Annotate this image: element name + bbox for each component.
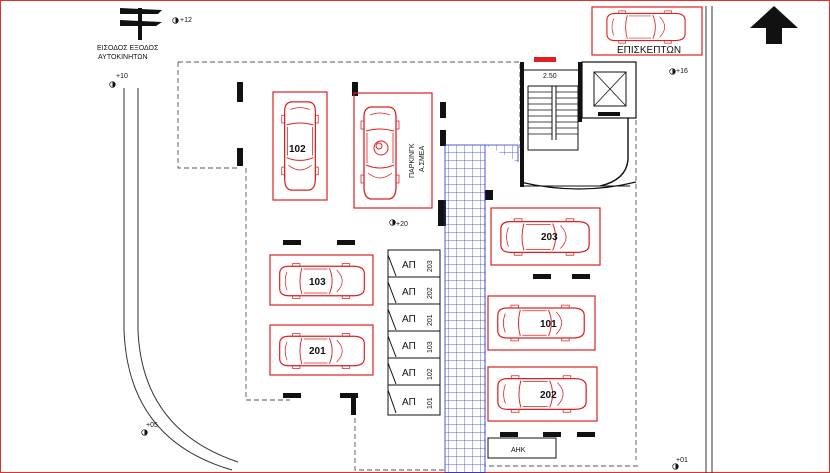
level-right-top: +16 [676, 68, 688, 75]
disabled-parking-label-2: Α.ΣΜΕΑ [419, 146, 426, 172]
ahk-label: ΑΗΚ [511, 447, 526, 454]
ahk-room [487, 437, 557, 459]
visitors-label: ΕΠΙΣΚΕΠΤΩΝ [617, 45, 681, 56]
ramp-grid [444, 144, 486, 473]
level-bottom-right: +01 [676, 457, 688, 464]
entrance-exit-label: ΕΙΣΟΔΟΣ ΕΞΟΔΟΣ [97, 45, 159, 52]
visitors-parking-space [591, 6, 703, 56]
parking-space-203 [490, 207, 601, 266]
disabled-parking-space [353, 92, 433, 209]
storage-unit: ΑΠ 103 [387, 330, 441, 359]
parking-space-103 [269, 254, 374, 306]
parking-space-202 [487, 366, 598, 422]
entry-flag-icon [120, 8, 162, 40]
storage-unit: ΑΠ 203 [387, 249, 441, 278]
wheelchair-icon [373, 140, 389, 156]
storage-unit-prefix: ΑΠ [402, 314, 416, 325]
stairwell [519, 69, 637, 190]
level-top-left: +12 [180, 17, 192, 24]
storage-unit-prefix: ΑΠ [402, 368, 416, 379]
stair-dimension: 2.50 [543, 73, 557, 80]
level-left-entry: +10 [116, 73, 128, 80]
visitors-car [606, 10, 686, 44]
storage-unit-number: 102 [427, 368, 434, 380]
parking-space-201 [269, 324, 374, 376]
storage-unit-prefix: ΑΠ [402, 260, 416, 271]
level-marker-icon [672, 463, 679, 470]
level-marker-icon [109, 81, 116, 88]
storage-unit-number: 101 [427, 397, 434, 409]
storage-unit: ΑΠ 102 [387, 357, 441, 386]
structural-walls [237, 62, 595, 437]
parking-number-202: 202 [540, 390, 557, 401]
level-marker-icon [172, 17, 179, 24]
parking-number-101: 101 [540, 319, 557, 330]
parking-number-102: 102 [289, 144, 306, 155]
parking-space-101 [487, 295, 596, 351]
parking-space-102 [272, 91, 328, 201]
north-arrow-icon [750, 6, 798, 44]
parking-number-103: 103 [309, 277, 326, 288]
level-marker-icon [389, 219, 396, 226]
level-marker-icon [669, 68, 676, 75]
level-marker-icon [141, 429, 148, 436]
storage-unit: ΑΠ 201 [387, 303, 441, 332]
disabled-parking-label: ΠΑΡΚΙΝΓΚ [409, 143, 416, 178]
storage-unit-prefix: ΑΠ [402, 287, 416, 298]
storage-unit-number: 202 [427, 287, 434, 299]
level-bottom-left: +05 [146, 422, 158, 429]
storage-unit-prefix: ΑΠ [402, 397, 416, 408]
storage-unit: ΑΠ 202 [387, 276, 441, 305]
stair-wall-curve [599, 118, 629, 187]
vehicles-label: ΑΥΤΟΚΙΝΗΤΩΝ [98, 54, 148, 61]
level-center: +20 [396, 221, 408, 228]
storage-unit-number: 203 [427, 260, 434, 272]
parking-number-203: 203 [541, 232, 558, 243]
storage-unit-number: 201 [427, 314, 434, 326]
stair-dimension-marker [534, 57, 556, 62]
storage-unit: ΑΠ 101 [387, 384, 441, 416]
storage-unit-number: 103 [427, 341, 434, 353]
elevator-shaft [581, 61, 637, 119]
storage-unit-prefix: ΑΠ [402, 341, 416, 352]
access-road-curve [123, 88, 233, 471]
parking-number-201: 201 [309, 346, 326, 357]
